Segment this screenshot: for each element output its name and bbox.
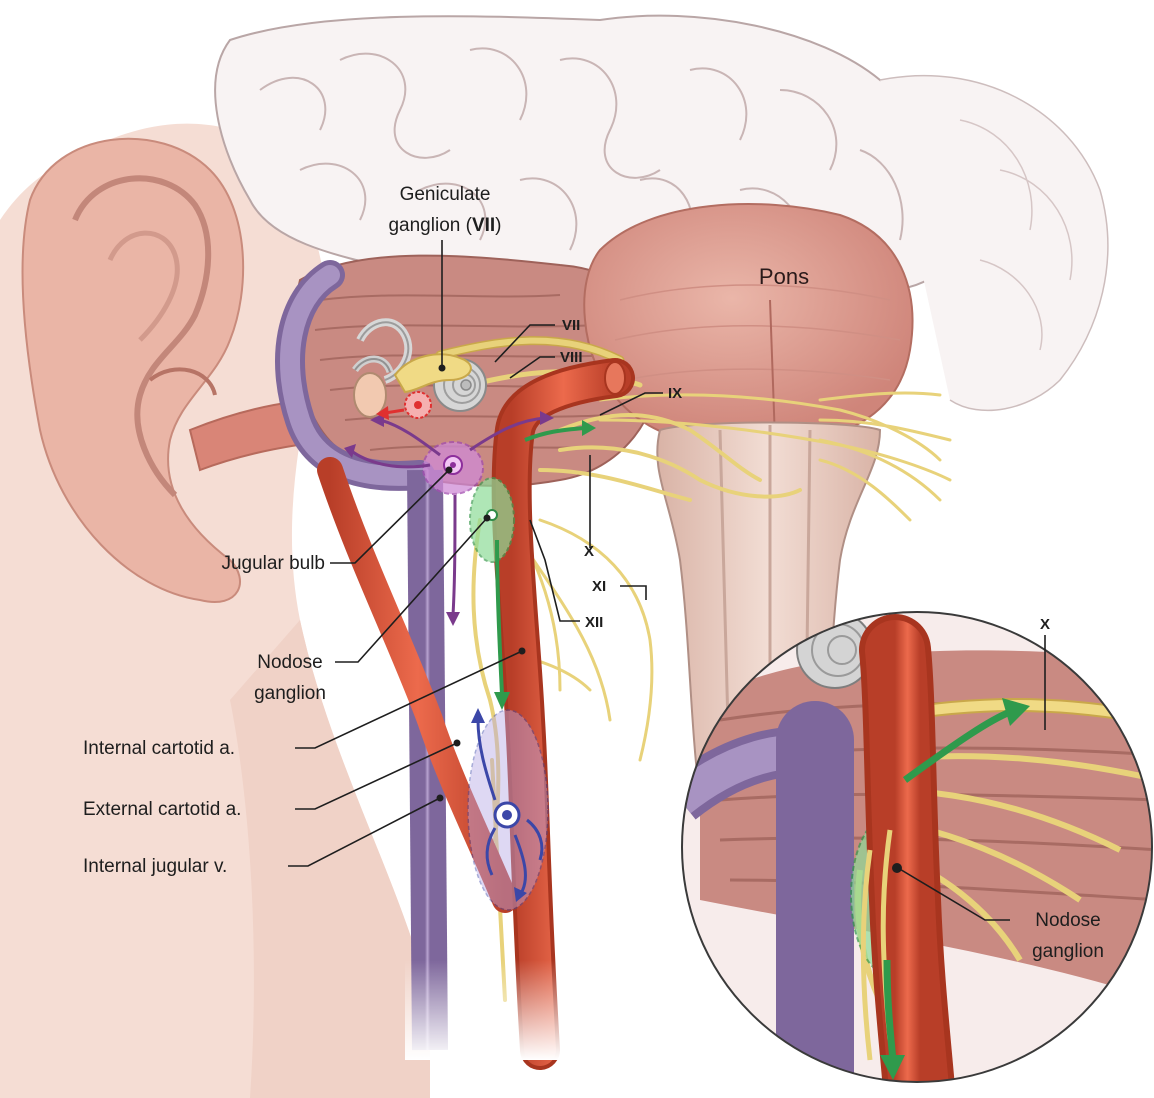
pons xyxy=(584,204,912,440)
nodose-ganglion xyxy=(470,478,514,562)
label-nerve-x: X xyxy=(584,543,594,560)
label-nodose-line1: Nodose xyxy=(257,652,323,673)
label-external-carotid: External cartotid a. xyxy=(83,799,241,820)
label-nerve-viii: VIII xyxy=(560,349,583,366)
label-nerve-vii: VII xyxy=(562,317,580,334)
label-nerve-ix: IX xyxy=(668,385,682,402)
label-geniculate-line1: Geniculate xyxy=(400,184,491,205)
label-inset-nodose-line2: ganglion xyxy=(1032,941,1104,962)
label-inset-nerve-x: X xyxy=(1040,616,1050,633)
label-nodose-line2: ganglion xyxy=(254,683,326,704)
label-nerve-xii: XII xyxy=(585,614,603,631)
label-inset-nodose-line1: Nodose xyxy=(1035,910,1101,931)
label-internal-jugular: Internal jugular v. xyxy=(83,856,227,877)
label-pons: Pons xyxy=(759,264,809,289)
label-internal-carotid: Internal cartotid a. xyxy=(83,738,235,759)
label-geniculate-line2: ganglion (VII) xyxy=(388,215,501,236)
label-nerve-xi: XI xyxy=(592,578,606,595)
label-jugular-bulb: Jugular bulb xyxy=(221,553,325,574)
